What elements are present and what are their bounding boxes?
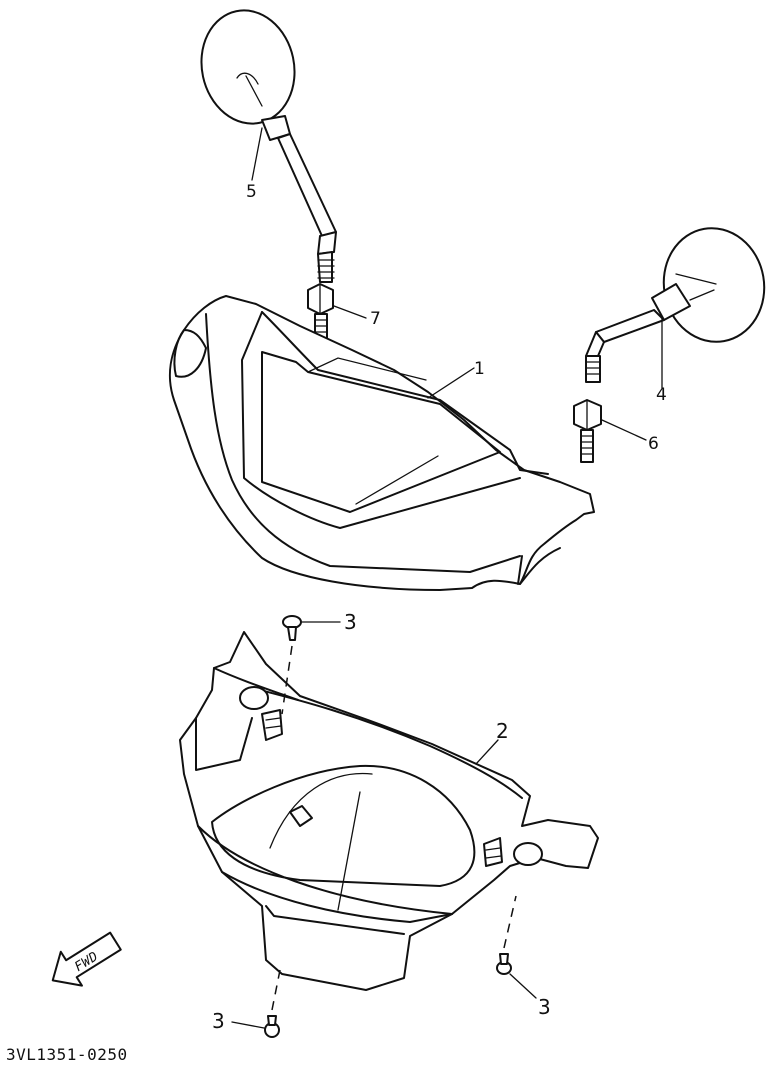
mirror-left xyxy=(200,9,337,283)
callout-2: 2 xyxy=(496,719,509,743)
callout-3-bottom: 3 xyxy=(212,1009,225,1033)
screw-right xyxy=(496,895,517,975)
callout-4: 4 xyxy=(656,385,667,405)
screw-bottom xyxy=(264,969,281,1038)
callout-3-top: 3 xyxy=(344,610,357,634)
callout-3-right: 3 xyxy=(538,995,551,1019)
drawing-code: 3VL1351-0250 xyxy=(6,1045,128,1064)
forward-arrow-icon: FWD xyxy=(51,931,122,987)
nut-right xyxy=(573,399,602,463)
callout-1: 1 xyxy=(474,359,485,379)
front-cover xyxy=(168,295,595,591)
callout-5: 5 xyxy=(246,182,257,202)
callout-7: 7 xyxy=(370,309,381,329)
leader-lines xyxy=(231,127,663,1029)
screw-top xyxy=(281,615,302,715)
nut-left xyxy=(307,283,334,341)
mirror-right xyxy=(585,227,766,383)
inner-cover xyxy=(179,631,599,991)
callout-6: 6 xyxy=(648,434,659,454)
